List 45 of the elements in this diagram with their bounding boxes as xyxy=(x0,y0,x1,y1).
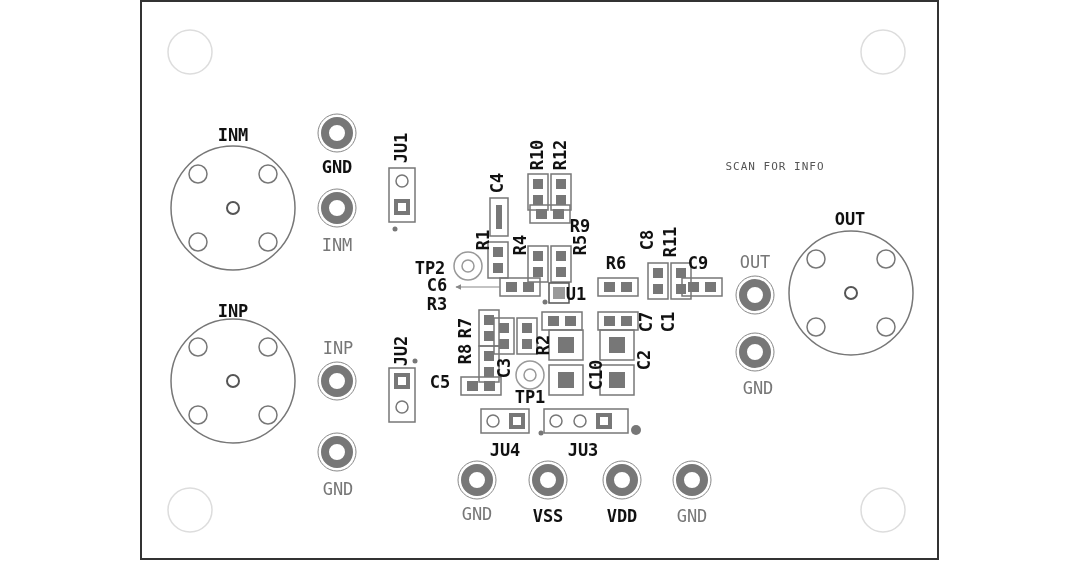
silkscreen-label: R10 xyxy=(528,139,546,171)
silkscreen-label: C4 xyxy=(488,172,506,194)
silkscreen-label: R11 xyxy=(661,226,679,258)
silkscreen-label: JU3 xyxy=(567,441,599,459)
silkscreen-label: R1 xyxy=(474,229,492,251)
silkscreen-label: JU1 xyxy=(392,132,410,164)
silkscreen-label: GND xyxy=(461,505,493,523)
silkscreen-label: C1 xyxy=(659,311,677,333)
silkscreen-label: R8 xyxy=(456,343,474,365)
silkscreen-label: R6 xyxy=(605,254,627,272)
silkscreen-label: INP xyxy=(217,302,249,320)
silkscreen-label: C8 xyxy=(638,229,656,251)
silkscreen-label: INM xyxy=(321,236,353,254)
silkscreen-label: R5 xyxy=(571,234,589,256)
silkscreen-label: C9 xyxy=(687,254,709,272)
silkscreen-label: R9 xyxy=(569,217,591,235)
silkscreen-label: OUT xyxy=(739,253,771,271)
silkscreen-label: C2 xyxy=(635,349,653,371)
silkscreen-label: U1 xyxy=(565,285,587,303)
silkscreen-label: VSS xyxy=(532,507,564,525)
silkscreen-label: JU4 xyxy=(489,441,521,459)
silkscreen-label: C3 xyxy=(495,357,513,379)
silkscreen-label: JU2 xyxy=(392,335,410,367)
scan-note: SCAN FOR INFO xyxy=(725,160,825,172)
silkscreen-label: C5 xyxy=(429,373,451,391)
silkscreen-label: GND xyxy=(321,158,353,176)
silkscreen-label: C7 xyxy=(637,311,655,333)
silkscreen-label: R7 xyxy=(456,317,474,339)
silkscreen-label: R2 xyxy=(534,334,552,356)
silkscreen-label: OUT xyxy=(834,210,866,228)
silkscreen-label: GND xyxy=(742,379,774,397)
leader-line xyxy=(455,284,501,290)
silkscreen-label: GND xyxy=(676,507,708,525)
silkscreen-label: TP1 xyxy=(514,388,546,406)
silkscreen-label: R12 xyxy=(551,139,569,171)
silkscreen-label: R3 xyxy=(426,295,448,313)
silkscreen-label: R4 xyxy=(511,234,529,256)
silkscreen-label: C10 xyxy=(587,359,605,391)
silkscreen-label: INM xyxy=(217,126,249,144)
component-label: C6 xyxy=(426,276,448,294)
silkscreen-label: GND xyxy=(322,480,354,498)
capacitor-pads xyxy=(499,277,541,297)
silkscreen-label: VDD xyxy=(606,507,638,525)
silkscreen-label: INP xyxy=(322,339,354,357)
silkscreen-label: TP2 xyxy=(414,259,446,277)
